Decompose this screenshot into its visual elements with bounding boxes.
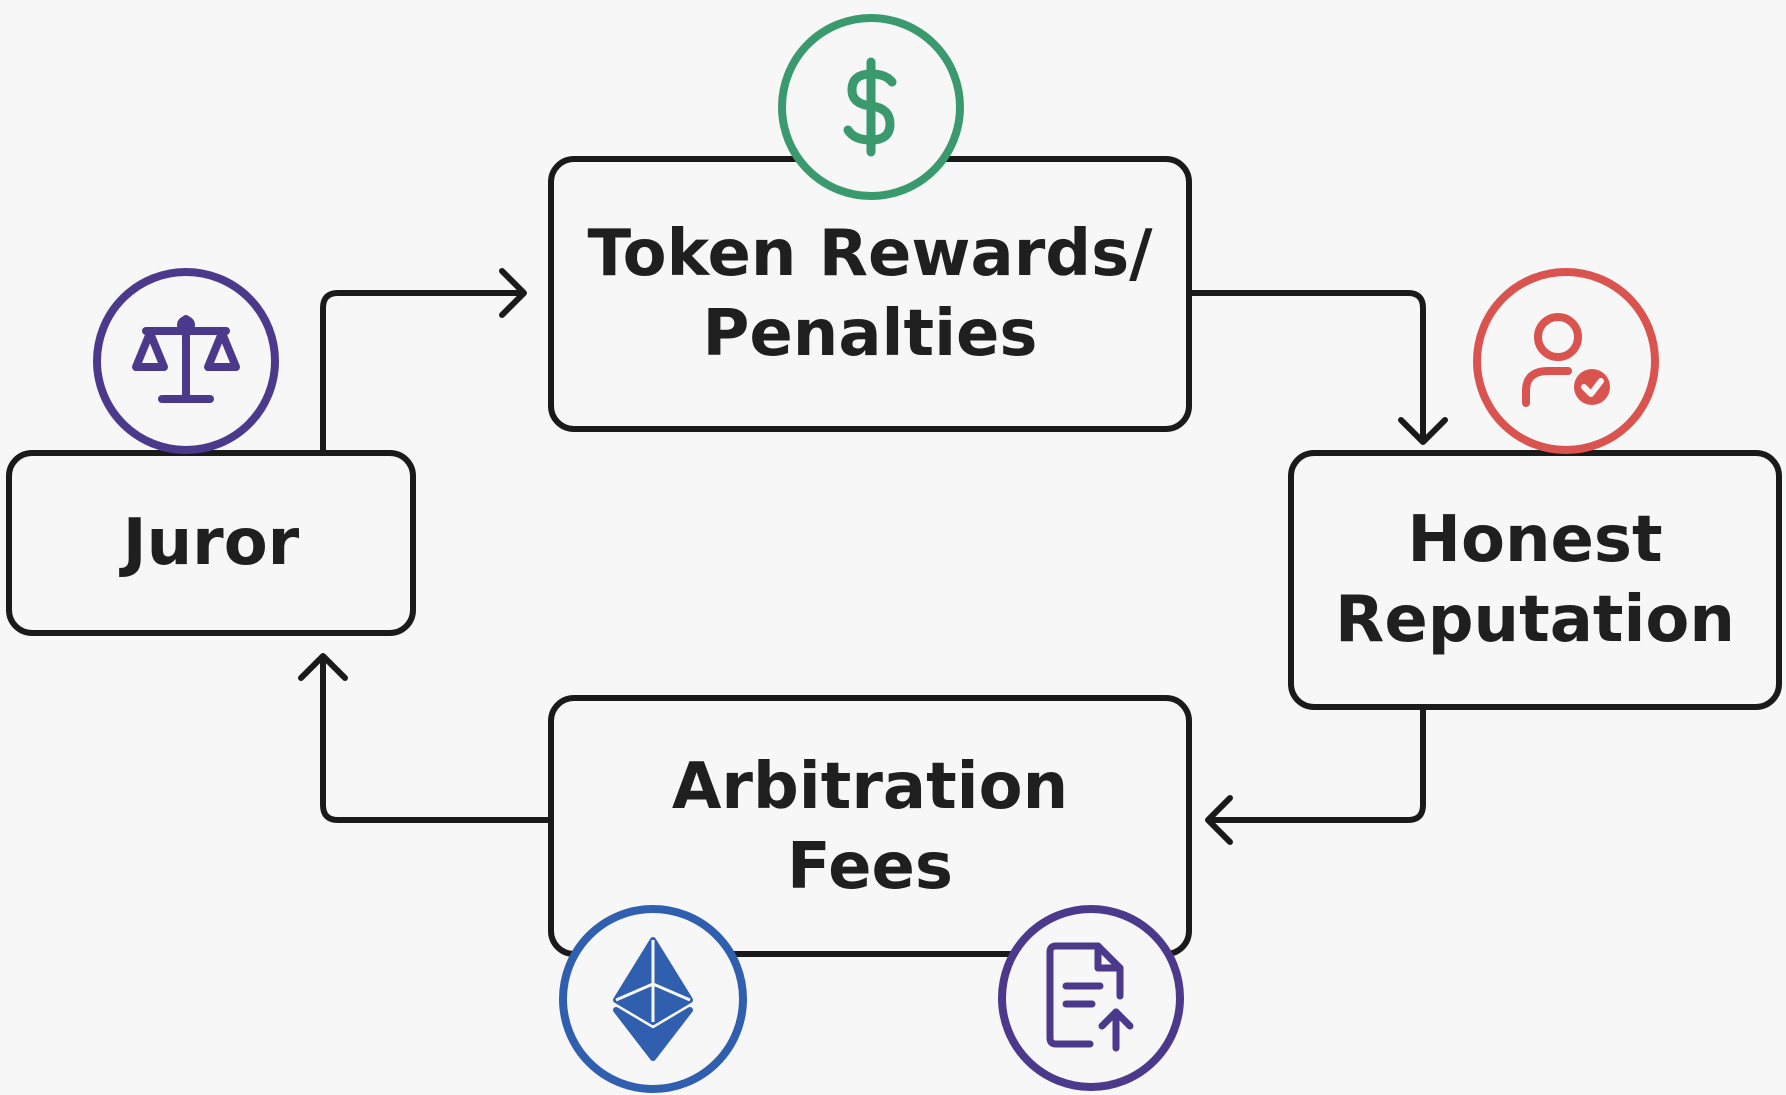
node-honest-reputation: Honest Reputation xyxy=(1288,450,1782,710)
node-token-rewards-line2: Penalties xyxy=(702,297,1038,371)
node-honest-reputation-line1: Honest xyxy=(1407,503,1663,577)
dollar-icon xyxy=(778,14,964,200)
arrow-token-rewards-to-reputation xyxy=(1189,290,1426,443)
arrowhead-reputation xyxy=(1398,417,1448,445)
arrow-reputation-to-arbitration xyxy=(1207,707,1426,823)
arrow-juror-to-token-rewards xyxy=(320,290,525,453)
ethereum-icon xyxy=(559,905,747,1093)
node-arbitration-fees-line1: Arbitration xyxy=(671,750,1069,824)
document-upload-icon xyxy=(998,905,1184,1091)
arrow-arbitration-to-juror xyxy=(320,655,551,823)
node-juror: Juror xyxy=(6,450,416,636)
arrowhead-arbitration xyxy=(1205,795,1233,845)
arrowhead-token-rewards xyxy=(499,268,527,318)
node-juror-label: Juror xyxy=(122,506,300,580)
user-check-icon xyxy=(1473,268,1659,454)
node-token-rewards-line1: Token Rewards/ xyxy=(587,217,1153,291)
node-honest-reputation-line2: Reputation xyxy=(1335,583,1735,657)
node-arbitration-fees-line2: Fees xyxy=(786,830,954,904)
arrowhead-juror xyxy=(298,653,348,681)
scales-icon xyxy=(93,268,279,454)
